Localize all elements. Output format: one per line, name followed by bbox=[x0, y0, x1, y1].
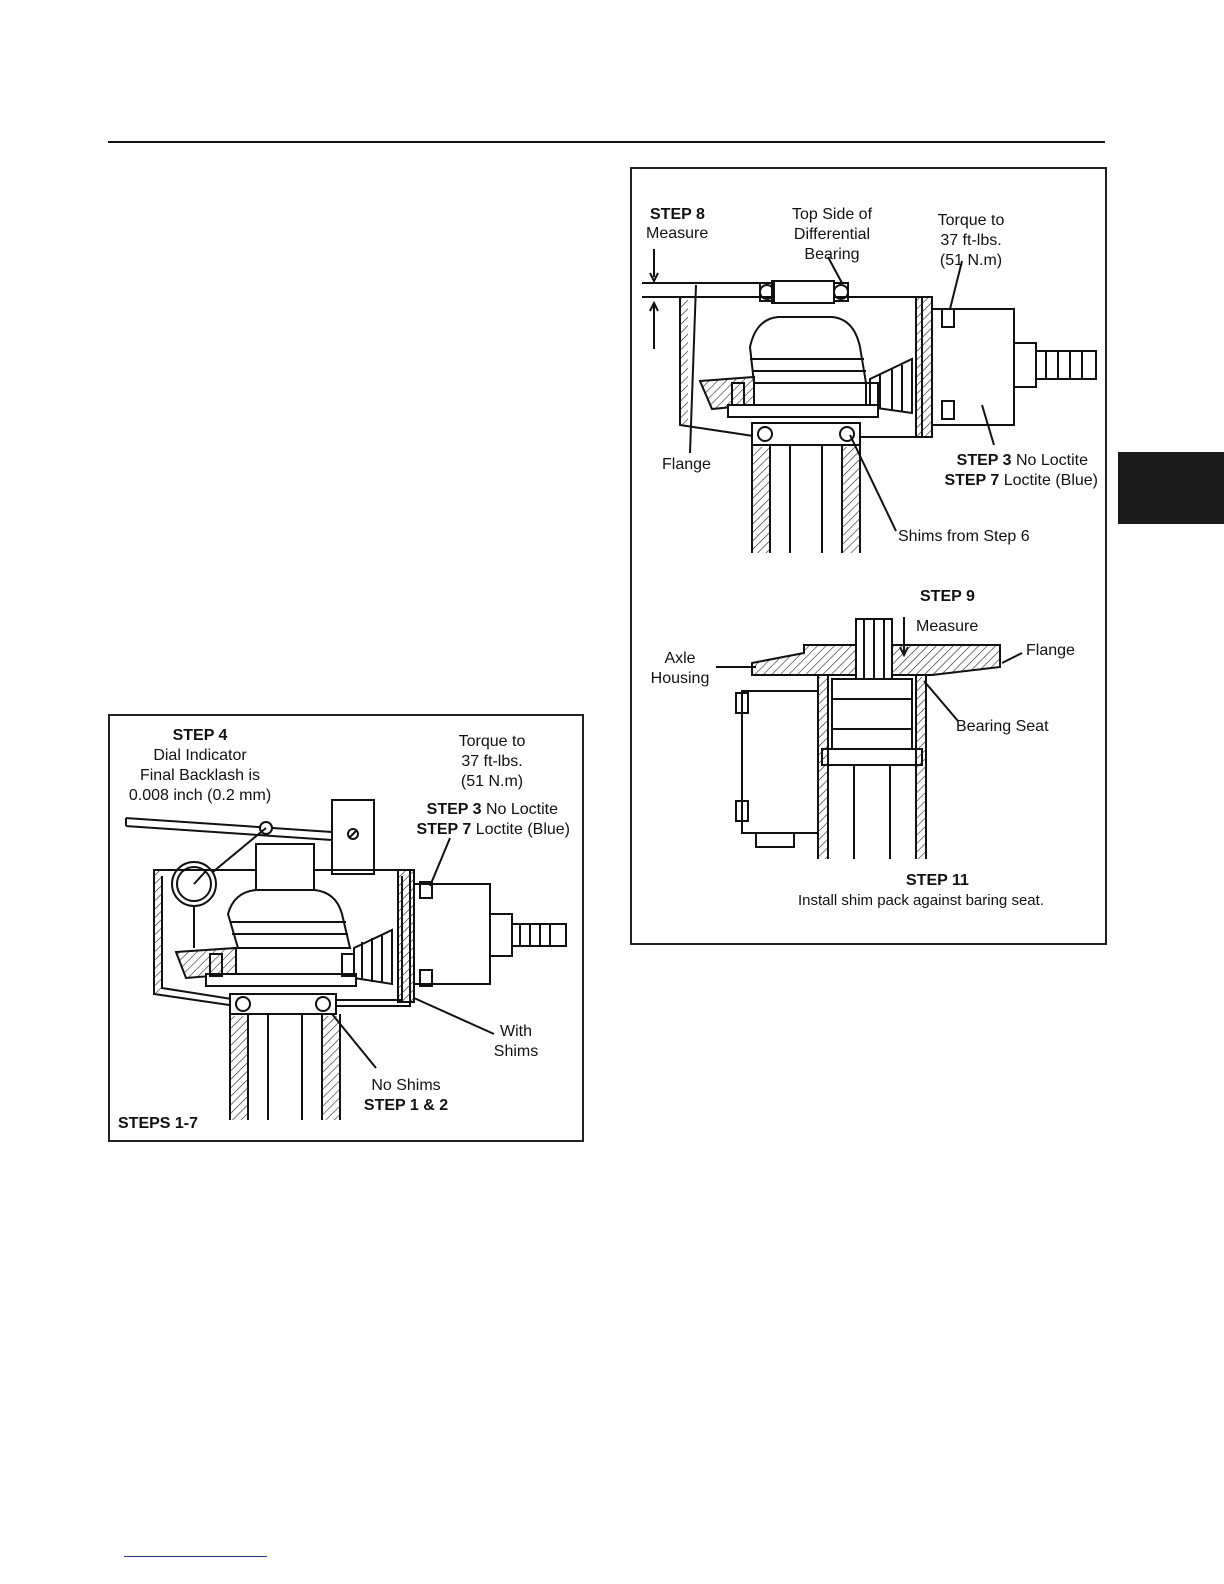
torque-line2: 37 ft-lbs. bbox=[461, 753, 523, 770]
torque-line3: (51 N.m) bbox=[460, 773, 524, 790]
step3-r-note: STEP 3 No Loctite bbox=[956, 452, 1088, 469]
no-shims-line1: No Shims bbox=[371, 1077, 441, 1094]
flange-label: Flange bbox=[662, 456, 711, 473]
torque-line1: Torque to bbox=[458, 733, 526, 750]
step8-title: STEP 8 bbox=[650, 206, 705, 223]
header-rule bbox=[108, 141, 1105, 143]
step11-title: STEP 11 bbox=[906, 872, 969, 889]
step4-title: STEP 4 bbox=[172, 727, 228, 744]
torque-r-line2: 37 ft-lbs. bbox=[940, 232, 1002, 249]
topside-line1: Top Side of bbox=[791, 206, 873, 223]
with-shims-line2: Shims bbox=[493, 1043, 539, 1060]
steps-8-11-drawing bbox=[642, 249, 1097, 859]
shims-from-step6: Shims from Step 6 bbox=[898, 528, 1030, 545]
axle-line2: Housing bbox=[650, 670, 710, 687]
axle-line1: Axle bbox=[664, 650, 696, 667]
torque-r-line3: (51 N.m) bbox=[939, 252, 1003, 269]
no-shims-step: STEP 1 & 2 bbox=[363, 1097, 449, 1114]
step7-note: STEP 7 Loctite (Blue) bbox=[416, 821, 570, 838]
step8-measure: Measure bbox=[646, 225, 709, 242]
step4-line1: Dial Indicator bbox=[153, 747, 247, 764]
footer-link-line bbox=[124, 1556, 267, 1557]
torque-r-line1: Torque to bbox=[937, 212, 1005, 229]
steps-1-7-label: STEPS 1-7 bbox=[118, 1115, 199, 1132]
step9-title: STEP 9 bbox=[920, 588, 975, 605]
topside-line2: Differential bbox=[793, 226, 871, 243]
step11-text: Install shim pack against baring seat. bbox=[798, 892, 1044, 909]
step3-note: STEP 3 No Loctite bbox=[426, 801, 558, 818]
bearing-seat-label: Bearing Seat bbox=[956, 718, 1049, 735]
step9-measure: Measure bbox=[916, 618, 979, 635]
step4-line3: 0.008 inch (0.2 mm) bbox=[128, 787, 272, 804]
steps-1-7-panel: STEP 4 Dial Indicator Final Backlash is … bbox=[108, 714, 584, 1142]
step7-r-note: STEP 7 Loctite (Blue) bbox=[944, 472, 1098, 489]
flange-r-label: Flange bbox=[1026, 642, 1075, 659]
with-shims-line1: With bbox=[500, 1023, 532, 1040]
section-thumb-tab bbox=[1118, 452, 1224, 524]
topside-line3: Bearing bbox=[804, 246, 860, 263]
step4-line2: Final Backlash is bbox=[139, 767, 261, 784]
steps-1-7-drawing bbox=[125, 799, 567, 1120]
steps-8-11-panel: STEP 8 Measure Top Side of Differential … bbox=[630, 167, 1107, 945]
